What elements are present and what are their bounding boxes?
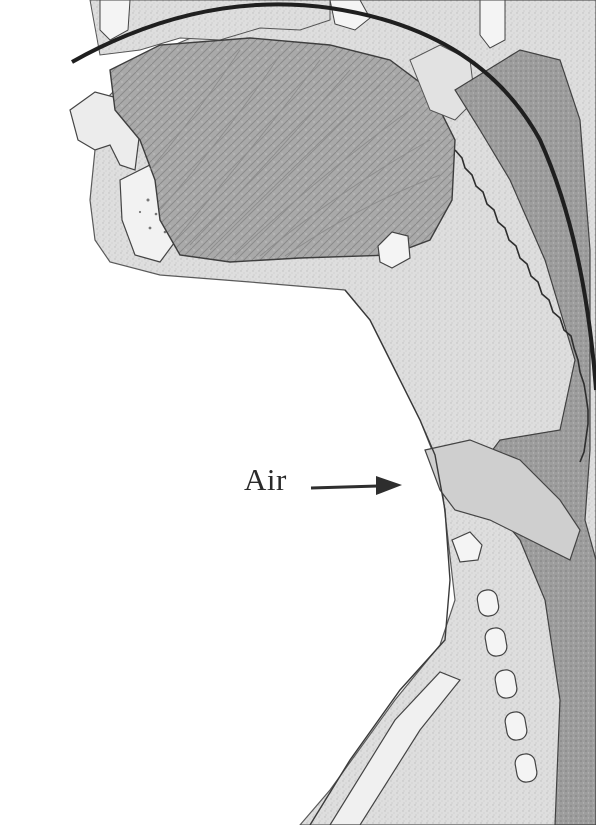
anterior-neck-band (329, 671, 461, 825)
upper-tooth (99, 0, 131, 41)
pharynx-outline-curve (71, 2, 596, 391)
upper-tooth (479, 0, 506, 49)
air-label: Air (244, 462, 287, 497)
airway-contour (309, 289, 451, 825)
pharyngeal-wall (454, 49, 596, 825)
air-arrow (310, 476, 402, 495)
tracheal-rings (476, 589, 538, 783)
hyoid-bone (377, 231, 411, 269)
tongue-fibers (149, 49, 441, 257)
pharyngeal-lining (454, 149, 589, 463)
upper-tooth (329, 0, 371, 31)
arrow-head-icon (376, 476, 402, 495)
thyroid-cartilage (451, 531, 483, 563)
epiglottis (424, 439, 581, 561)
